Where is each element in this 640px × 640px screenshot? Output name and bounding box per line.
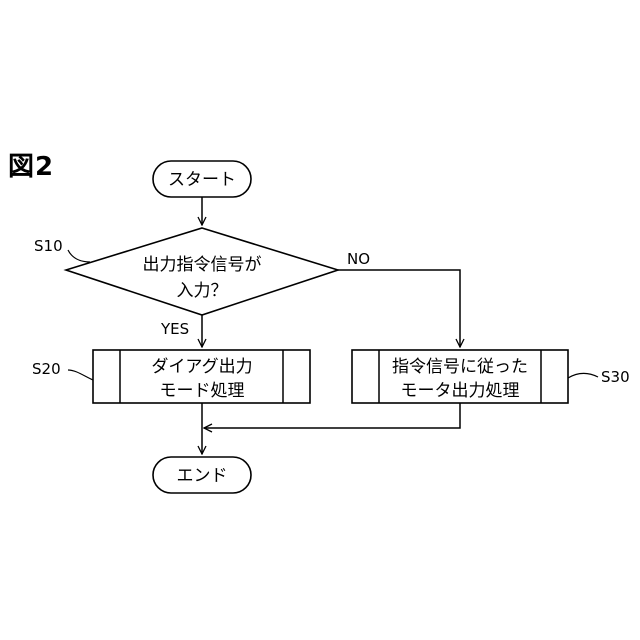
- motor-line2: モータ出力処理: [401, 381, 520, 401]
- motor-line1: 指令信号に従った: [392, 357, 528, 377]
- diag-line1: ダイアグ出力: [151, 357, 252, 377]
- start-label: スタート: [168, 170, 236, 190]
- yes-label: YES: [160, 320, 189, 338]
- connector-motor-merge: [204, 403, 460, 428]
- motor-process-box: 指令信号に従った モータ出力処理: [352, 350, 568, 403]
- step-label-s20: S20: [32, 360, 61, 378]
- leader-s20: [68, 370, 93, 380]
- no-label: NO: [347, 250, 370, 268]
- end-label: エンド: [177, 466, 228, 486]
- decision-line2: 入力？: [177, 281, 228, 301]
- end-terminal: エンド: [153, 457, 251, 493]
- diag-line2: モード処理: [160, 381, 245, 401]
- leader-s10: [68, 250, 90, 262]
- decision-diamond: 出力指令信号が 入力？: [66, 228, 338, 315]
- decision-line1: 出力指令信号が: [143, 255, 262, 275]
- start-terminal: スタート: [153, 161, 251, 197]
- step-label-s30: S30: [601, 368, 630, 386]
- connector-no-branch: [338, 270, 460, 347]
- diag-process-box: ダイアグ出力 モード処理: [93, 350, 310, 403]
- leader-s30: [568, 373, 598, 378]
- step-label-s10: S10: [34, 237, 63, 255]
